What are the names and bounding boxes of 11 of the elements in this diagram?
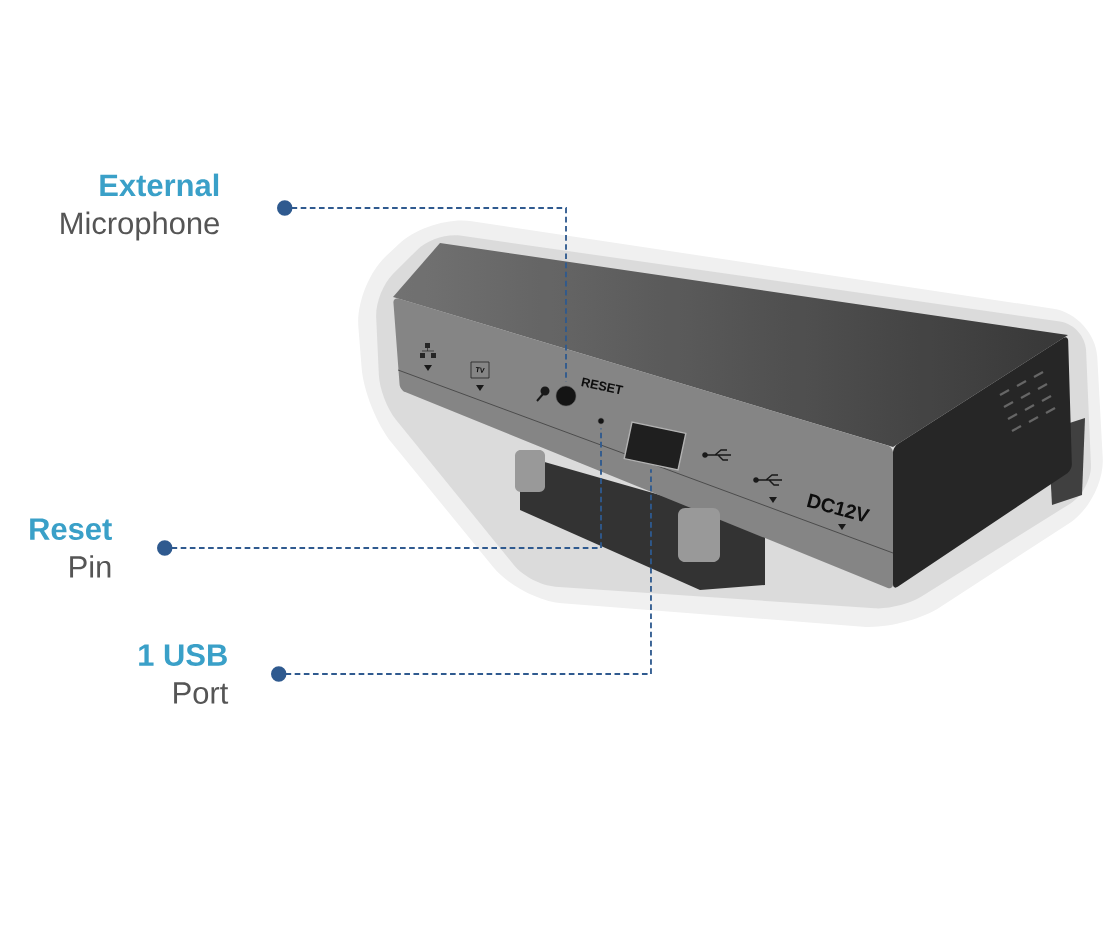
port-hole (597, 417, 605, 425)
callout-text: 1 USB Port (139, 644, 229, 704)
callout-text: External Microphone (61, 173, 219, 241)
port-label: RESET (581, 377, 624, 395)
leader-line (157, 427, 602, 556)
leader-line (277, 200, 567, 383)
leader-line (271, 468, 652, 682)
port-hole (555, 385, 577, 407)
usb-port (623, 421, 687, 471)
callout-text: Reset Pin (30, 518, 112, 578)
port-label: DC12V (806, 493, 871, 522)
